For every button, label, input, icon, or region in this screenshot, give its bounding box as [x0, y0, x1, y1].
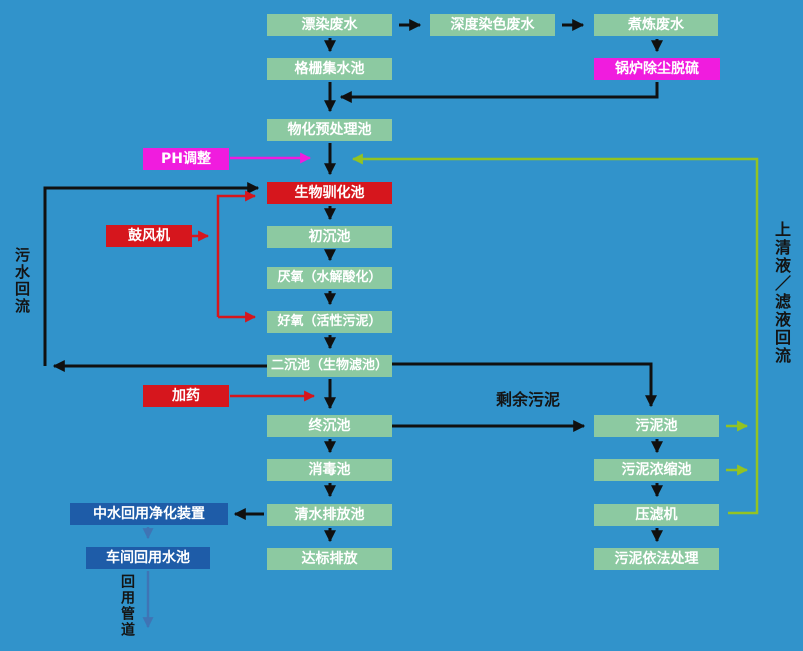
node-sludge-thickening-pool: 污泥浓缩池 — [594, 459, 719, 481]
node-ph-adjust: PH调整 — [143, 148, 229, 170]
node-reclaimed-water-purifier: 中水回用净化装置 — [70, 503, 228, 525]
node-sludge-pool: 污泥池 — [594, 415, 719, 437]
node-physicochemical-pretreatment-pool: 物化预处理池 — [267, 119, 392, 141]
node-anaerobic-hydrolysis: 厌氧（水解酸化） — [267, 267, 392, 289]
node-bleach-dye-wastewater: 漂染废水 — [267, 14, 392, 36]
node-boiling-wastewater: 煮炼废水 — [594, 14, 718, 36]
node-final-sedimentation-pool: 终沉池 — [267, 415, 392, 437]
arrow-sewage-return-loop — [43, 182, 260, 366]
node-clearwater-discharge-pool: 清水排放池 — [267, 504, 392, 526]
node-dosing: 加药 — [143, 385, 229, 407]
node-primary-sedimentation-pool: 初沉池 — [267, 226, 392, 248]
label-reuse-pipeline: 回用管道 — [119, 574, 135, 638]
node-standard-discharge: 达标排放 — [267, 548, 392, 570]
label-surplus-sludge: 剩余污泥 — [496, 390, 561, 409]
node-secondary-sedimentation-biofilter: 二沉池（生物滤池） — [267, 355, 392, 377]
node-grid-collection-pool: 格栅集水池 — [267, 58, 392, 80]
node-aerobic-activated-sludge: 好氧（活性污泥） — [267, 311, 392, 333]
node-boiler-dedust-desulfur: 锅炉除尘脱硫 — [594, 58, 720, 80]
node-workshop-reuse-pool: 车间回用水池 — [86, 547, 210, 569]
node-sludge-legal-disposal: 污泥依法处理 — [594, 548, 719, 570]
node-filter-press: 压滤机 — [594, 504, 719, 526]
node-blower: 鼓风机 — [106, 225, 192, 247]
node-deep-dye-wastewater: 深度染色废水 — [430, 14, 555, 36]
arrow-boiler-merge — [339, 82, 659, 103]
node-bio-acclimation-pool: 生物驯化池 — [267, 182, 392, 204]
node-disinfection-pool: 消毒池 — [267, 459, 392, 481]
label-supernatant-filtrate-return: 上清液／滤液回流 — [772, 221, 791, 365]
arrow-blower-to-acclimation — [216, 190, 257, 317]
label-sewage-return: 污水回流 — [13, 247, 31, 315]
